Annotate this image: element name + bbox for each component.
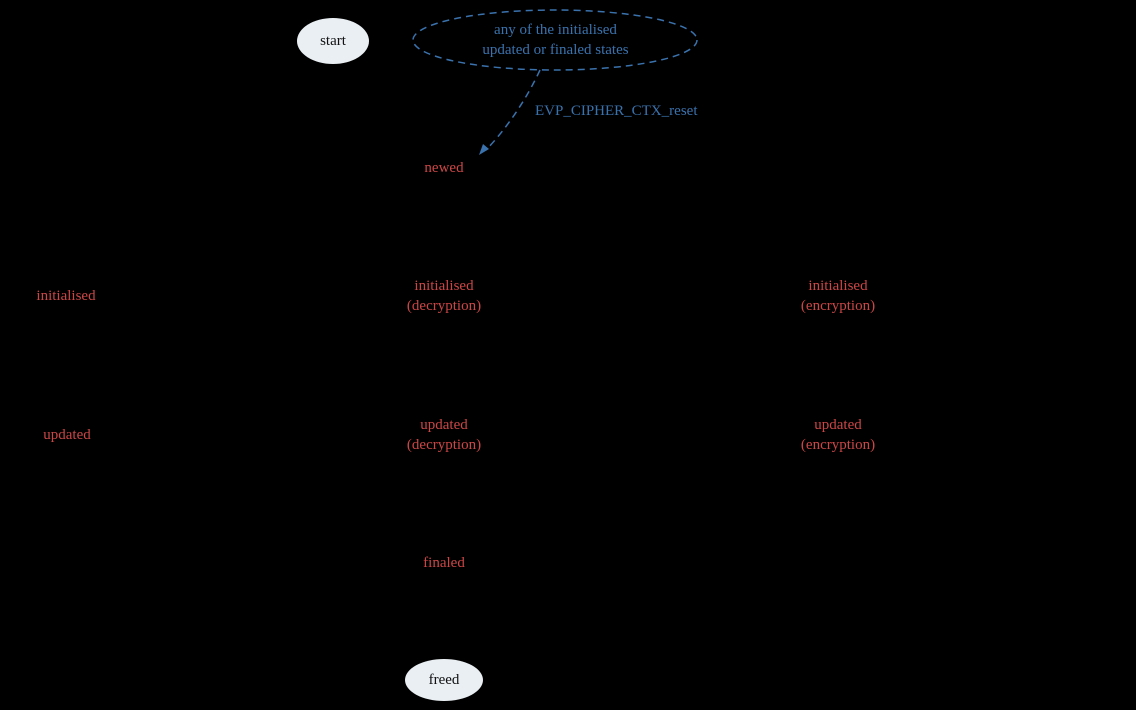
any-state-ellipse-outline [412, 9, 698, 71]
reset-arrowhead-icon [479, 144, 489, 155]
start-node-label: start [320, 32, 346, 49]
state-label-finaled: finaled [423, 555, 465, 571]
state-label-updated: updated [43, 427, 91, 443]
state-label-updated-encryption: updated (encryption) [800, 417, 876, 453]
state-label-newed: newed [424, 160, 464, 176]
state-label-initialised-decryption: initialised (decryption) [406, 278, 482, 314]
reset-edge-label: EVP_CIPHER_CTX_reset [535, 103, 698, 119]
start-node: start [297, 18, 369, 64]
state-label-initialised: initialised [36, 288, 96, 304]
freed-node: freed [405, 659, 483, 701]
reset-arrow [485, 69, 541, 151]
any-state-ellipse-label: any of the initialised updated or finale… [482, 22, 629, 58]
freed-node-label: freed [428, 671, 460, 688]
state-label-updated-decryption: updated (decryption) [406, 417, 482, 453]
state-label-initialised-encryption: initialised (encryption) [800, 278, 876, 314]
